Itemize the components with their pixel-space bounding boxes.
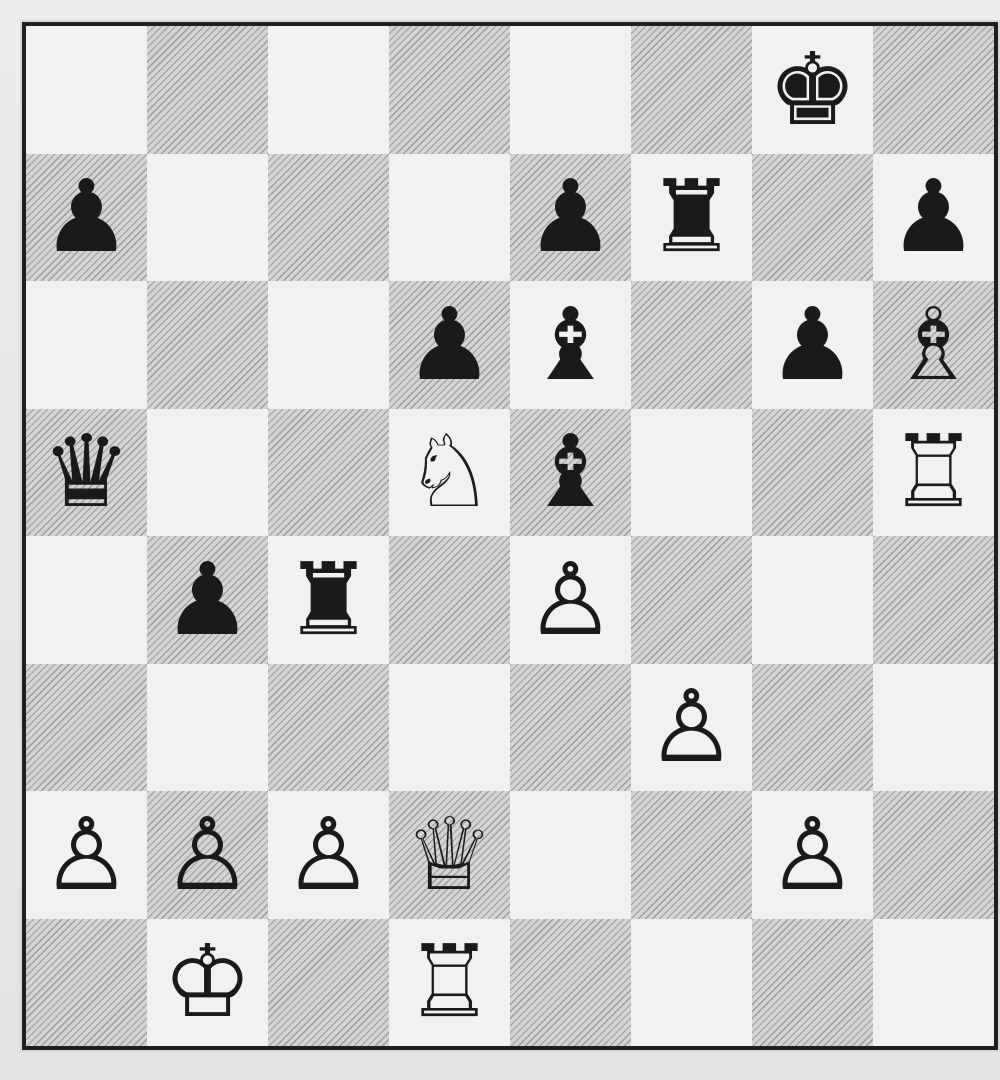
black-pawn-icon[interactable]: ♟: [163, 550, 253, 650]
black-bishop-icon[interactable]: ♝: [526, 295, 616, 395]
square-d4[interactable]: [389, 536, 510, 664]
black-pawn-icon[interactable]: ♟: [526, 167, 616, 267]
black-rook-icon[interactable]: ♜: [284, 550, 374, 650]
square-d5[interactable]: ♘: [389, 409, 510, 537]
square-b5[interactable]: [147, 409, 268, 537]
square-g6[interactable]: ♟: [752, 281, 873, 409]
black-king-icon[interactable]: ♚: [768, 40, 858, 140]
square-e6[interactable]: ♝: [510, 281, 631, 409]
black-queen-icon[interactable]: ♛: [42, 422, 132, 522]
white-king-icon[interactable]: ♔: [163, 932, 253, 1032]
square-a8[interactable]: [26, 26, 147, 154]
square-a3[interactable]: [26, 664, 147, 792]
square-h4[interactable]: [873, 536, 994, 664]
square-h1[interactable]: [873, 919, 994, 1047]
white-pawn-icon[interactable]: ♙: [42, 805, 132, 905]
square-h5[interactable]: ♖: [873, 409, 994, 537]
black-rook-icon[interactable]: ♜: [647, 167, 737, 267]
square-g7[interactable]: [752, 154, 873, 282]
square-f3[interactable]: ♙: [631, 664, 752, 792]
white-knight-icon[interactable]: ♘: [405, 422, 495, 522]
square-d8[interactable]: [389, 26, 510, 154]
square-h8[interactable]: [873, 26, 994, 154]
square-d3[interactable]: [389, 664, 510, 792]
square-b3[interactable]: [147, 664, 268, 792]
white-rook-icon[interactable]: ♖: [889, 422, 979, 522]
square-e8[interactable]: [510, 26, 631, 154]
square-g4[interactable]: [752, 536, 873, 664]
white-pawn-icon[interactable]: ♙: [647, 677, 737, 777]
square-d7[interactable]: [389, 154, 510, 282]
square-c5[interactable]: [268, 409, 389, 537]
square-d6[interactable]: ♟: [389, 281, 510, 409]
square-b8[interactable]: [147, 26, 268, 154]
white-pawn-icon[interactable]: ♙: [163, 805, 253, 905]
square-g1[interactable]: [752, 919, 873, 1047]
square-a6[interactable]: [26, 281, 147, 409]
square-f7[interactable]: ♜: [631, 154, 752, 282]
white-queen-icon[interactable]: ♕: [405, 805, 495, 905]
square-f5[interactable]: [631, 409, 752, 537]
square-e3[interactable]: [510, 664, 631, 792]
square-c1[interactable]: [268, 919, 389, 1047]
black-pawn-icon[interactable]: ♟: [768, 295, 858, 395]
square-a5[interactable]: ♛: [26, 409, 147, 537]
square-d1[interactable]: ♖: [389, 919, 510, 1047]
square-e1[interactable]: [510, 919, 631, 1047]
square-g2[interactable]: ♙: [752, 791, 873, 919]
square-c7[interactable]: [268, 154, 389, 282]
square-c8[interactable]: [268, 26, 389, 154]
square-b6[interactable]: [147, 281, 268, 409]
square-c2[interactable]: ♙: [268, 791, 389, 919]
square-c3[interactable]: [268, 664, 389, 792]
square-c4[interactable]: ♜: [268, 536, 389, 664]
square-h2[interactable]: [873, 791, 994, 919]
square-h3[interactable]: [873, 664, 994, 792]
square-b4[interactable]: ♟: [147, 536, 268, 664]
square-e4[interactable]: ♙: [510, 536, 631, 664]
white-pawn-icon[interactable]: ♙: [284, 805, 374, 905]
black-bishop-icon[interactable]: ♝: [526, 422, 616, 522]
square-h7[interactable]: ♟: [873, 154, 994, 282]
square-b2[interactable]: ♙: [147, 791, 268, 919]
square-g3[interactable]: [752, 664, 873, 792]
square-f8[interactable]: [631, 26, 752, 154]
square-a4[interactable]: [26, 536, 147, 664]
white-pawn-icon[interactable]: ♙: [526, 550, 616, 650]
black-pawn-icon[interactable]: ♟: [42, 167, 132, 267]
square-b7[interactable]: [147, 154, 268, 282]
square-a1[interactable]: [26, 919, 147, 1047]
square-a7[interactable]: ♟: [26, 154, 147, 282]
square-a2[interactable]: ♙: [26, 791, 147, 919]
square-f2[interactable]: [631, 791, 752, 919]
square-g5[interactable]: [752, 409, 873, 537]
white-bishop-icon[interactable]: ♗: [889, 295, 979, 395]
white-rook-icon[interactable]: ♖: [405, 932, 495, 1032]
square-f6[interactable]: [631, 281, 752, 409]
square-f4[interactable]: [631, 536, 752, 664]
white-pawn-icon[interactable]: ♙: [768, 805, 858, 905]
square-g8[interactable]: ♚: [752, 26, 873, 154]
square-e5[interactable]: ♝: [510, 409, 631, 537]
square-e7[interactable]: ♟: [510, 154, 631, 282]
square-f1[interactable]: [631, 919, 752, 1047]
chess-board: ♚ ♟ ♟ ♜ ♟ ♟ ♝ ♟ ♗ ♛ ♘ ♝ ♖ ♟ ♜ ♙ ♙ ♙ ♙ ♙ ♕ ♙ ♔ ♖: [22, 22, 998, 1050]
square-c6[interactable]: [268, 281, 389, 409]
black-pawn-icon[interactable]: ♟: [889, 167, 979, 267]
square-e2[interactable]: [510, 791, 631, 919]
square-h6[interactable]: ♗: [873, 281, 994, 409]
square-d2[interactable]: ♕: [389, 791, 510, 919]
black-pawn-icon[interactable]: ♟: [405, 295, 495, 395]
square-b1[interactable]: ♔: [147, 919, 268, 1047]
